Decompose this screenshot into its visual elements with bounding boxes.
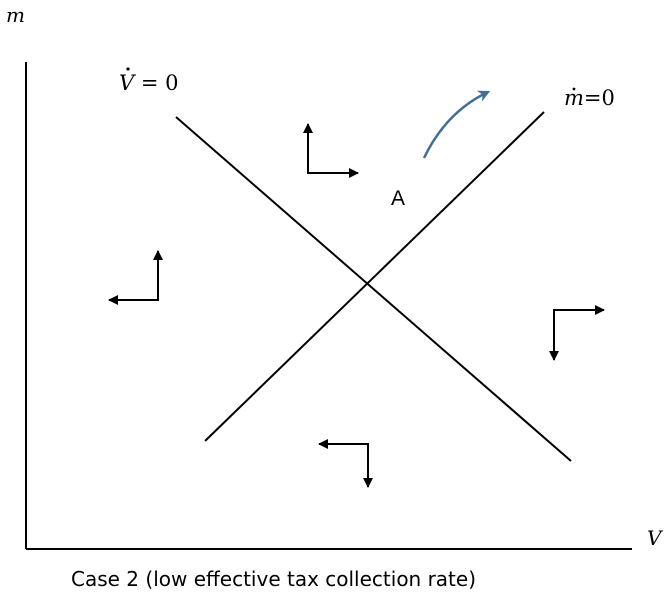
m-dot-mark: [572, 87, 576, 91]
v-dot-zero-isocline: [175, 116, 572, 462]
m-dot-zero-label: m=0: [564, 86, 615, 110]
m-dot-variable: m: [564, 86, 584, 110]
svg-text:V = 0: V = 0: [119, 71, 178, 95]
direction-arrows-bottom: [318, 439, 373, 488]
caption: Case 2 (low effective tax collection rat…: [71, 567, 476, 591]
direction-arrows-left: [108, 250, 163, 305]
m-dot-zero-isocline: [204, 111, 545, 442]
direction-arrows-right: [549, 305, 605, 361]
direction-arrows-top: [303, 123, 359, 178]
v-dot-mark: [126, 67, 130, 71]
v-dot-variable: V: [119, 71, 136, 95]
point-a-label: A: [391, 187, 405, 210]
trajectory-arrow: [422, 90, 491, 159]
y-axis-label: m: [6, 3, 25, 27]
v-dot-equation: = 0: [134, 71, 178, 95]
v-dot-zero-label: V = 0: [119, 67, 178, 95]
x-axis-label: V: [647, 526, 664, 550]
m-dot-equation: =0: [584, 86, 615, 110]
svg-text:m=0: m=0: [564, 86, 615, 110]
